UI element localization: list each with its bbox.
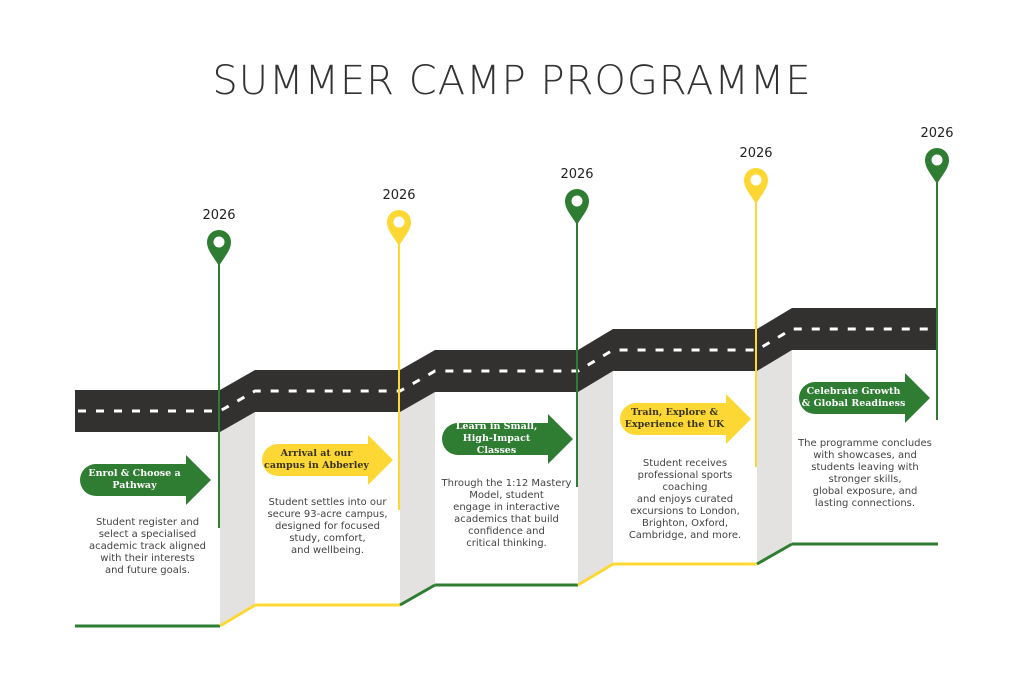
arrow-shape: [80, 455, 211, 505]
step-heading: Arrival at our campus in Abberley: [264, 448, 369, 471]
step-banner: Celebrate Growth & Global Readiness: [795, 373, 930, 423]
base-line-slant: [577, 562, 614, 587]
base-line-slant: [399, 583, 436, 607]
fold-panel: [757, 328, 792, 564]
map-pin-icon: [207, 230, 231, 266]
step-banner: Arrival at our campus in Abberley: [258, 435, 393, 485]
arrow-shape: [799, 373, 930, 423]
page-title: SUMMER CAMP PROGRAMME: [212, 58, 812, 104]
map-pin-icon: [387, 210, 411, 246]
arrow-shape: [620, 394, 751, 444]
step-banner: Learn in Small, High-Impact Classes: [438, 414, 573, 464]
base-line-slant: [756, 542, 793, 566]
step-heading: Learn in Small, High-Impact Classes: [455, 421, 538, 456]
step-heading: Enrol & Choose a Pathway: [88, 468, 181, 491]
step-description: Student receives professional sports coa…: [628, 458, 742, 541]
step-heading: Train, Explore & Experience the UK: [624, 407, 725, 430]
fold-panel: [578, 349, 613, 585]
step-banner: Train, Explore & Experience the UK: [616, 394, 751, 444]
year-label: 2026: [202, 208, 236, 223]
step-description: Through the 1:12 Mastery Model, student …: [441, 478, 572, 549]
base-line-slant: [219, 603, 256, 628]
road-dashes: [78, 327, 938, 413]
step-banner: Enrol & Choose a Pathway: [76, 455, 211, 505]
year-label: 2026: [920, 126, 954, 141]
fold-panel: [220, 390, 255, 626]
year-label: 2026: [739, 146, 773, 161]
step-description: Student settles into our secure 93-acre …: [267, 497, 388, 556]
map-pin-icon: [565, 189, 589, 225]
year-label: 2026: [560, 167, 594, 182]
step-heading: Celebrate Growth & Global Readiness: [801, 386, 906, 409]
fold-panel: [400, 370, 435, 605]
step-description: The programme concludes with showcases, …: [798, 438, 932, 509]
step-description: Student register and select a specialise…: [89, 517, 206, 576]
map-pin-icon: [744, 168, 768, 204]
map-pin-icon: [925, 148, 949, 184]
arrow-shape: [442, 414, 573, 464]
year-label: 2026: [382, 188, 416, 203]
arrow-shape: [262, 435, 393, 485]
